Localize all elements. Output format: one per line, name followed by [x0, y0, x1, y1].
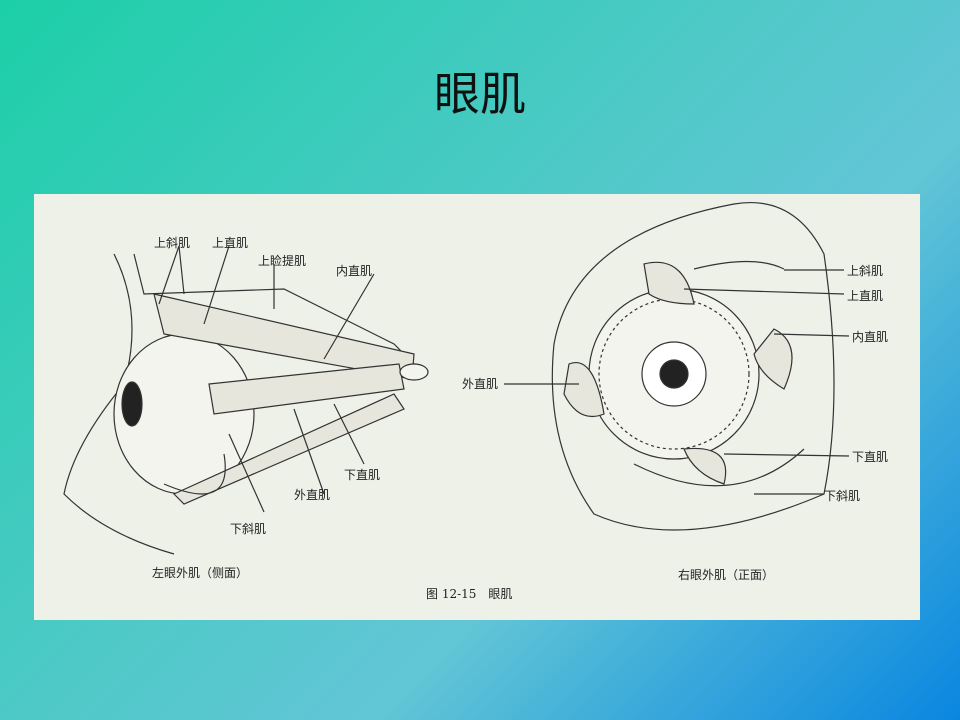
right-caption: 右眼外肌（正面）: [678, 568, 775, 582]
label-left-levator: 上睑提肌: [258, 254, 307, 268]
label-left-lateral-rectus: 外直肌: [294, 488, 331, 502]
eye-muscle-drawing: [63, 202, 850, 555]
left-caption: 左眼外肌（侧面）: [152, 566, 249, 580]
label-right-superior-oblique: 上斜肌: [847, 264, 884, 278]
label-right-inferior-oblique: 下斜肌: [824, 489, 861, 503]
label-left-superior-rectus: 上直肌: [212, 236, 249, 250]
label-left-superior-oblique: 上斜肌: [154, 236, 191, 250]
slide-title: 眼肌: [434, 67, 526, 121]
figure-caption: 图 12-15 眼肌: [426, 587, 513, 601]
eye-muscles-figure: 上斜肌 上直肌 上睑提肌 内直肌 下直肌 外直肌 下斜肌 左眼外肌（侧面） 上斜…: [34, 194, 920, 620]
label-right-inferior-rectus: 下直肌: [852, 450, 889, 464]
label-right-superior-rectus: 上直肌: [847, 289, 884, 303]
label-left-inferior-rectus: 下直肌: [344, 468, 381, 482]
label-left-medial-rectus: 内直肌: [336, 264, 373, 278]
label-left-inferior-oblique: 下斜肌: [230, 522, 267, 536]
label-right-medial-rectus: 内直肌: [852, 330, 889, 344]
label-right-lateral-rectus: 外直肌: [462, 377, 499, 391]
